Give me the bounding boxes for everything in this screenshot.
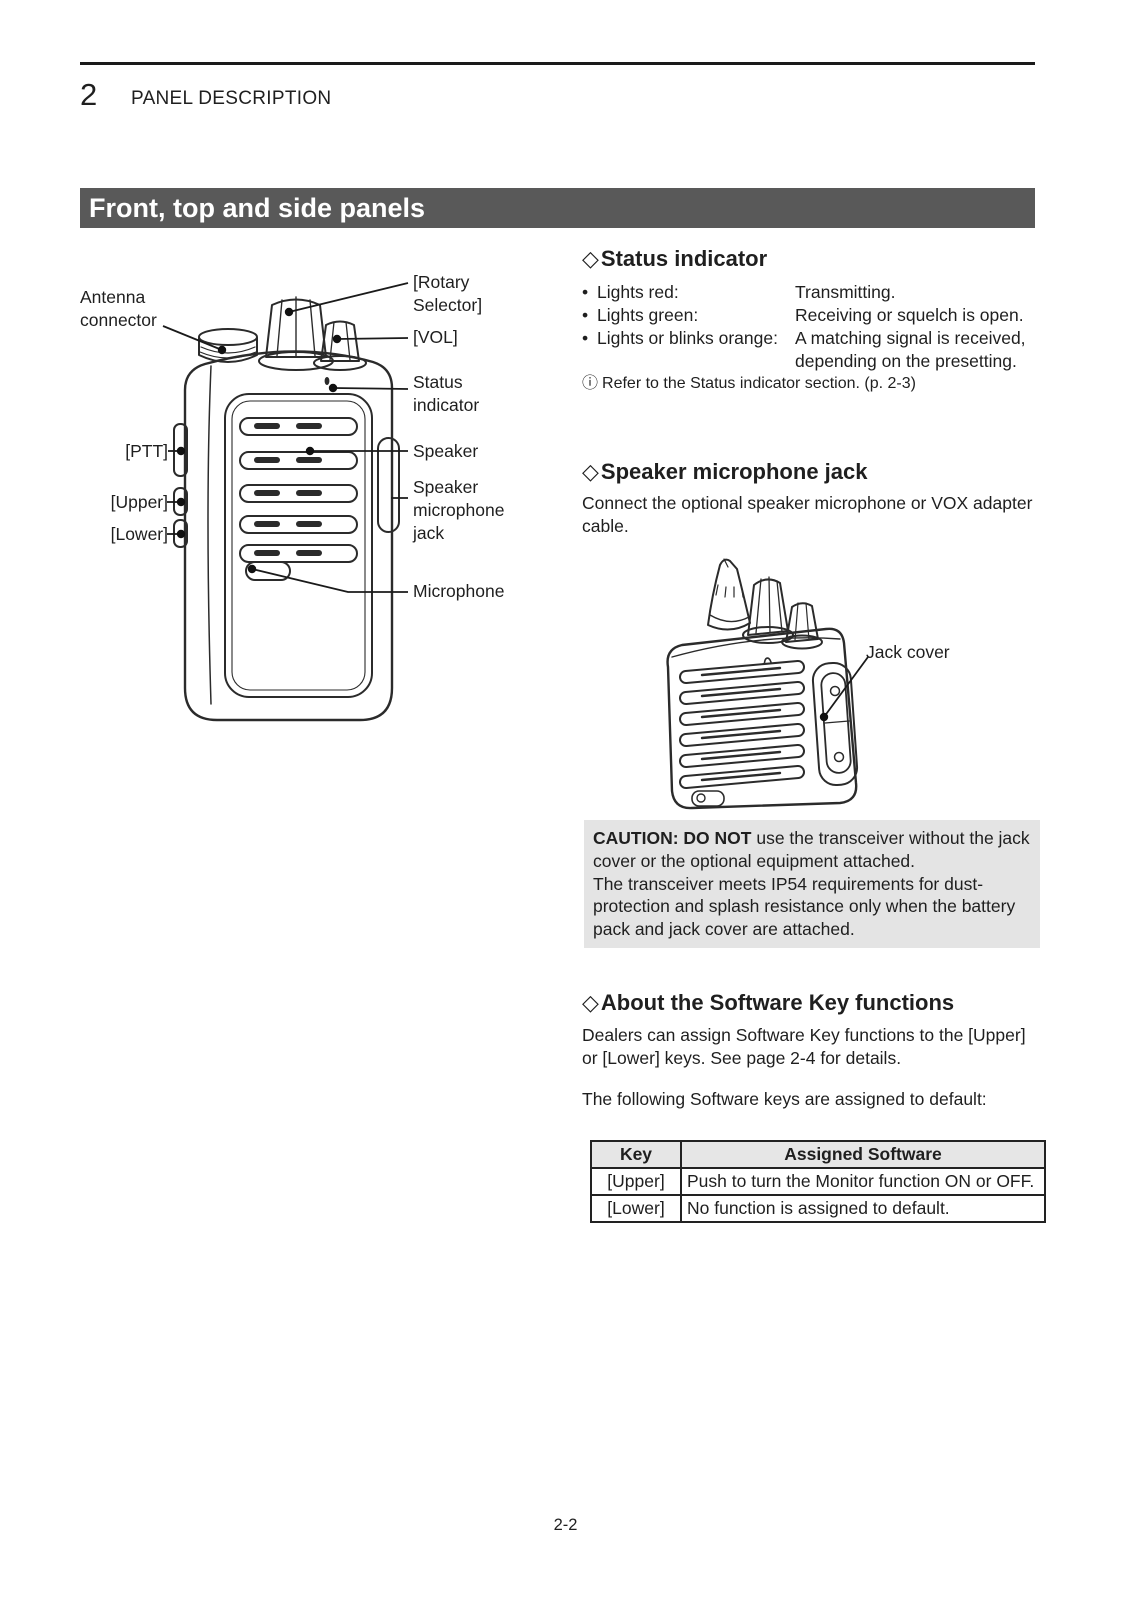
status-indicator-heading: ◇Status indicator — [582, 246, 768, 271]
transceiver-side-drawing — [666, 558, 869, 810]
software-key-paragraph: Dealers can assign Software Key function… — [582, 1025, 1026, 1068]
label-upper: [Upper] — [110, 492, 168, 512]
label-vol: [VOL] — [413, 327, 458, 347]
section-banner: Front, top and side panels — [80, 188, 1035, 228]
diamond-icon: ◇ — [582, 246, 599, 271]
list-item: • Lights red: Transmitting. — [582, 282, 896, 302]
page-number: 2-2 — [553, 1516, 578, 1534]
status-indicator-list: • Lights red: Transmitting. • Lights gre… — [582, 281, 1038, 394]
header-rule — [80, 62, 1035, 65]
chapter-number: 2 — [80, 77, 98, 112]
speaker-jack-heading: ◇Speaker microphone jack — [582, 459, 868, 484]
label-jack-cover: Jack cover — [866, 642, 950, 662]
status-note: ⓘ Refer to the Status indicator section.… — [582, 375, 916, 392]
label-status-indicator: Status indicator — [413, 372, 480, 415]
table-header-key: Key — [590, 1140, 682, 1169]
front-panel-diagram: Antenna connector [Rotary Selector] [VOL… — [75, 258, 545, 736]
diamond-icon: ◇ — [582, 990, 599, 1015]
list-item: • Lights green: Receiving or squelch is … — [582, 305, 1024, 325]
bullet-icon: • — [582, 305, 589, 325]
caution-line-1: CAUTION: DO NOT use the transceiver with… — [593, 828, 1030, 871]
caution-box: CAUTION: DO NOT use the transceiver with… — [584, 820, 1040, 948]
software-key-table: Key Assigned Software [Upper] Push to tu… — [590, 1140, 1046, 1223]
label-lower: [Lower] — [110, 524, 168, 544]
chapter-title: PANEL DESCRIPTION — [131, 88, 332, 109]
label-rotary-selector: [Rotary Selector] — [413, 272, 483, 315]
diamond-icon: ◇ — [582, 459, 599, 484]
table-header-assigned-software: Assigned Software — [680, 1140, 1046, 1169]
label-microphone: Microphone — [413, 581, 505, 601]
jack-cover-diagram: Jack cover — [640, 545, 1040, 810]
table-header-row: Key Assigned Software — [590, 1140, 1046, 1169]
transceiver-front-drawing — [162, 282, 409, 722]
label-antenna-connector: Antenna connector — [80, 287, 157, 330]
label-speaker-microphone-jack: Speaker microphone jack — [413, 477, 505, 543]
label-ptt: [PTT] — [125, 441, 168, 461]
speaker-jack-body: Connect the optional speaker microphone … — [582, 493, 1033, 536]
label-speaker: Speaker — [413, 441, 479, 461]
software-key-default-line: The following Software keys are assigned… — [582, 1089, 987, 1109]
table-row: [Lower] No function is assigned to defau… — [590, 1194, 1046, 1223]
table-row: [Upper] Push to turn the Monitor functio… — [590, 1167, 1046, 1196]
bullet-icon: • — [582, 328, 589, 348]
software-key-heading: ◇About the Software Key functions — [582, 990, 955, 1015]
caution-line-2: The transceiver meets IP54 requirements … — [593, 873, 1016, 940]
bullet-icon: • — [582, 282, 589, 302]
info-icon: ⓘ — [582, 375, 599, 392]
list-item: • Lights or blinks orange: A matching si… — [582, 328, 1026, 371]
